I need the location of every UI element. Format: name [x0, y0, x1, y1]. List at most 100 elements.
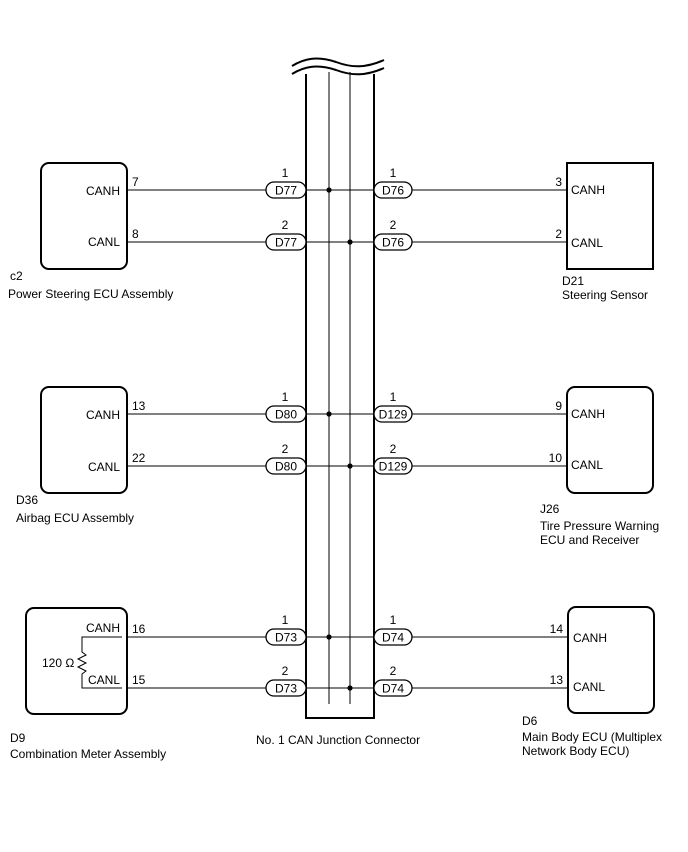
- terminal-pin-number: 16: [132, 622, 146, 636]
- connector-pin-number: 2: [282, 442, 289, 456]
- splice-dot: [326, 411, 332, 417]
- splice-dot: [347, 685, 353, 691]
- connector-pill: [265, 628, 307, 646]
- terminal-pin-number: 2: [555, 227, 562, 241]
- connector-label: D73: [275, 682, 297, 696]
- main-body-ecu: CANH CANL D6 Main Body ECU (Multiplex Ne…: [522, 606, 662, 758]
- canl-label: CANL: [573, 680, 605, 694]
- connector-pill: [373, 233, 413, 251]
- canl-label: CANL: [571, 458, 603, 472]
- canh-label: CANH: [573, 631, 607, 645]
- connector-pill: [265, 405, 307, 423]
- splice-dot: [347, 463, 353, 469]
- connector-pill: [373, 628, 413, 646]
- connector-pill: [265, 679, 307, 697]
- terminal-pin-number: 15: [132, 673, 146, 687]
- terminal-pin-number: 13: [132, 399, 146, 413]
- resistor-icon: [76, 636, 122, 689]
- connector-label: D74: [382, 682, 404, 696]
- canh-label: CANH: [86, 621, 120, 635]
- terminal-pin-number: 22: [132, 451, 146, 465]
- component-name: Power Steering ECU Assembly: [8, 287, 173, 301]
- connector-pill: [373, 405, 413, 423]
- canl-label: CANL: [88, 460, 120, 474]
- component-name: Network Body ECU): [522, 744, 629, 758]
- connector-pin-number: 2: [282, 218, 289, 232]
- terminal-pin-number: 7: [132, 175, 139, 189]
- component-name: Combination Meter Assembly: [10, 747, 166, 761]
- splice-dot: [347, 239, 353, 245]
- component-code: J26: [540, 502, 560, 516]
- connector-pin-number: 2: [282, 664, 289, 678]
- canh-label: CANH: [86, 408, 120, 422]
- connector-label: D76: [382, 184, 404, 198]
- connector-label: D129: [379, 460, 408, 474]
- component-code: D9: [10, 731, 26, 745]
- connector-pin-number: 2: [390, 218, 397, 232]
- canh-label: CANH: [571, 407, 605, 421]
- steering-sensor: CANH CANL D21 Steering Sensor: [562, 162, 654, 302]
- connector-pin-number: 1: [390, 613, 397, 627]
- canh-label: CANH: [571, 183, 605, 197]
- airbag-ecu: CANH CANL D36 Airbag ECU Assembly: [16, 386, 134, 525]
- terminal-pin-number: 14: [550, 622, 564, 636]
- canh-label: CANH: [86, 184, 120, 198]
- resistor-label: 120 Ω: [42, 656, 74, 670]
- connector-label: D73: [275, 631, 297, 645]
- component-name: Tire Pressure Warning: [540, 519, 659, 533]
- connector-label: D76: [382, 236, 404, 250]
- terminal-pin-number: 13: [550, 673, 564, 687]
- component-code: D36: [16, 493, 38, 507]
- connector-pin-number: 2: [390, 442, 397, 456]
- terminal-pin-number: 9: [555, 399, 562, 413]
- canl-label: CANL: [88, 673, 120, 687]
- component-code: D21: [562, 274, 584, 288]
- junction-label: No. 1 CAN Junction Connector: [256, 733, 420, 747]
- connector-pin-number: 1: [282, 613, 289, 627]
- splice-dot: [326, 187, 332, 193]
- connector-pill: [265, 457, 307, 475]
- break-mark: [291, 65, 385, 76]
- terminal-pin-number: 10: [549, 451, 563, 465]
- terminal-pin-number: 3: [555, 175, 562, 189]
- connector-label: D80: [275, 460, 297, 474]
- junction-connector: [291, 57, 385, 719]
- connector-pin-number: 1: [390, 390, 397, 404]
- connector-pill: [373, 679, 413, 697]
- connector-label: D77: [275, 184, 297, 198]
- break-mark: [291, 57, 385, 68]
- component-name: ECU and Receiver: [540, 533, 639, 547]
- component-code: c2: [10, 269, 23, 283]
- tire-pressure-ecu: CANH CANL J26 Tire Pressure Warning ECU …: [540, 386, 659, 547]
- connector-pin-number: 1: [282, 390, 289, 404]
- combination-meter: CANH CANL 120 Ω D9 Combination Meter Ass…: [10, 607, 166, 761]
- connector-pin-number: 2: [390, 664, 397, 678]
- connector-label: D129: [379, 408, 408, 422]
- canl-label: CANL: [571, 236, 603, 250]
- component-name: Airbag ECU Assembly: [16, 511, 134, 525]
- canl-label: CANL: [88, 235, 120, 249]
- connector-pill: [373, 457, 413, 475]
- connector-pill: [265, 233, 307, 251]
- power-steering-ecu: CANH CANL c2 Power Steering ECU Assembly: [8, 162, 173, 301]
- terminal-pin-number: 8: [132, 227, 139, 241]
- connector-pin-number: 1: [390, 166, 397, 180]
- connector-label: D77: [275, 236, 297, 250]
- connector-label: D74: [382, 631, 404, 645]
- component-name: Steering Sensor: [562, 288, 648, 302]
- connector-pill: [265, 181, 307, 199]
- splice-dot: [326, 634, 332, 640]
- component-name: Main Body ECU (Multiplex: [522, 730, 662, 744]
- component-code: D6: [522, 714, 538, 728]
- connector-pill: [373, 181, 413, 199]
- connector-label: D80: [275, 408, 297, 422]
- connector-pin-number: 1: [282, 166, 289, 180]
